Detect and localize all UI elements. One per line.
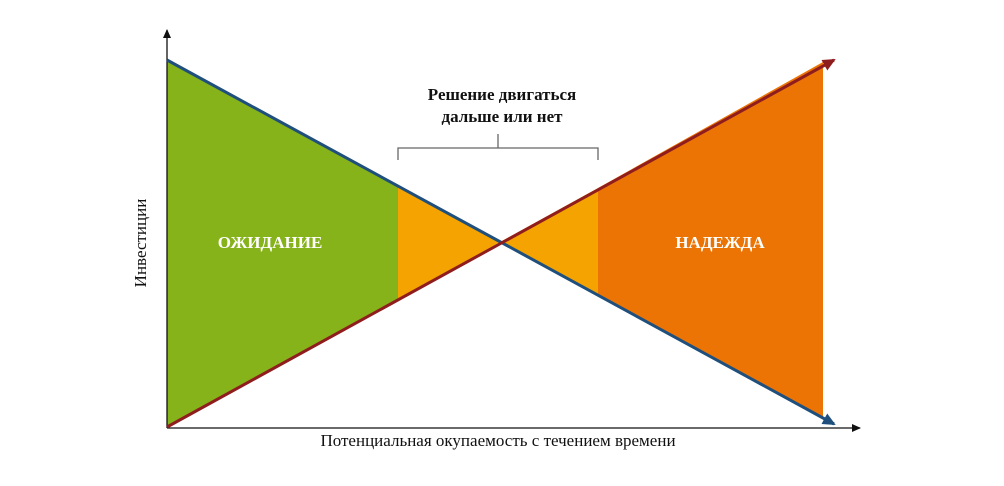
hope-region	[598, 62, 823, 418]
y-axis-label: Инвестиции	[131, 199, 150, 288]
decision-bracket	[397, 134, 599, 160]
decision-label-line1: Решение двигаться	[428, 85, 576, 104]
hope-label: НАДЕЖДА	[675, 233, 765, 252]
decision-label-line2: дальше или нет	[442, 107, 564, 126]
left-decision-region	[398, 187, 500, 299]
rising-payback-line	[166, 58, 836, 429]
right-decision-region	[500, 188, 598, 295]
x-axis-label: Потенциальная окупаемость с течением вре…	[320, 431, 675, 450]
expectation-label: ОЖИДАНИЕ	[218, 233, 323, 252]
expectation-region	[167, 60, 398, 427]
